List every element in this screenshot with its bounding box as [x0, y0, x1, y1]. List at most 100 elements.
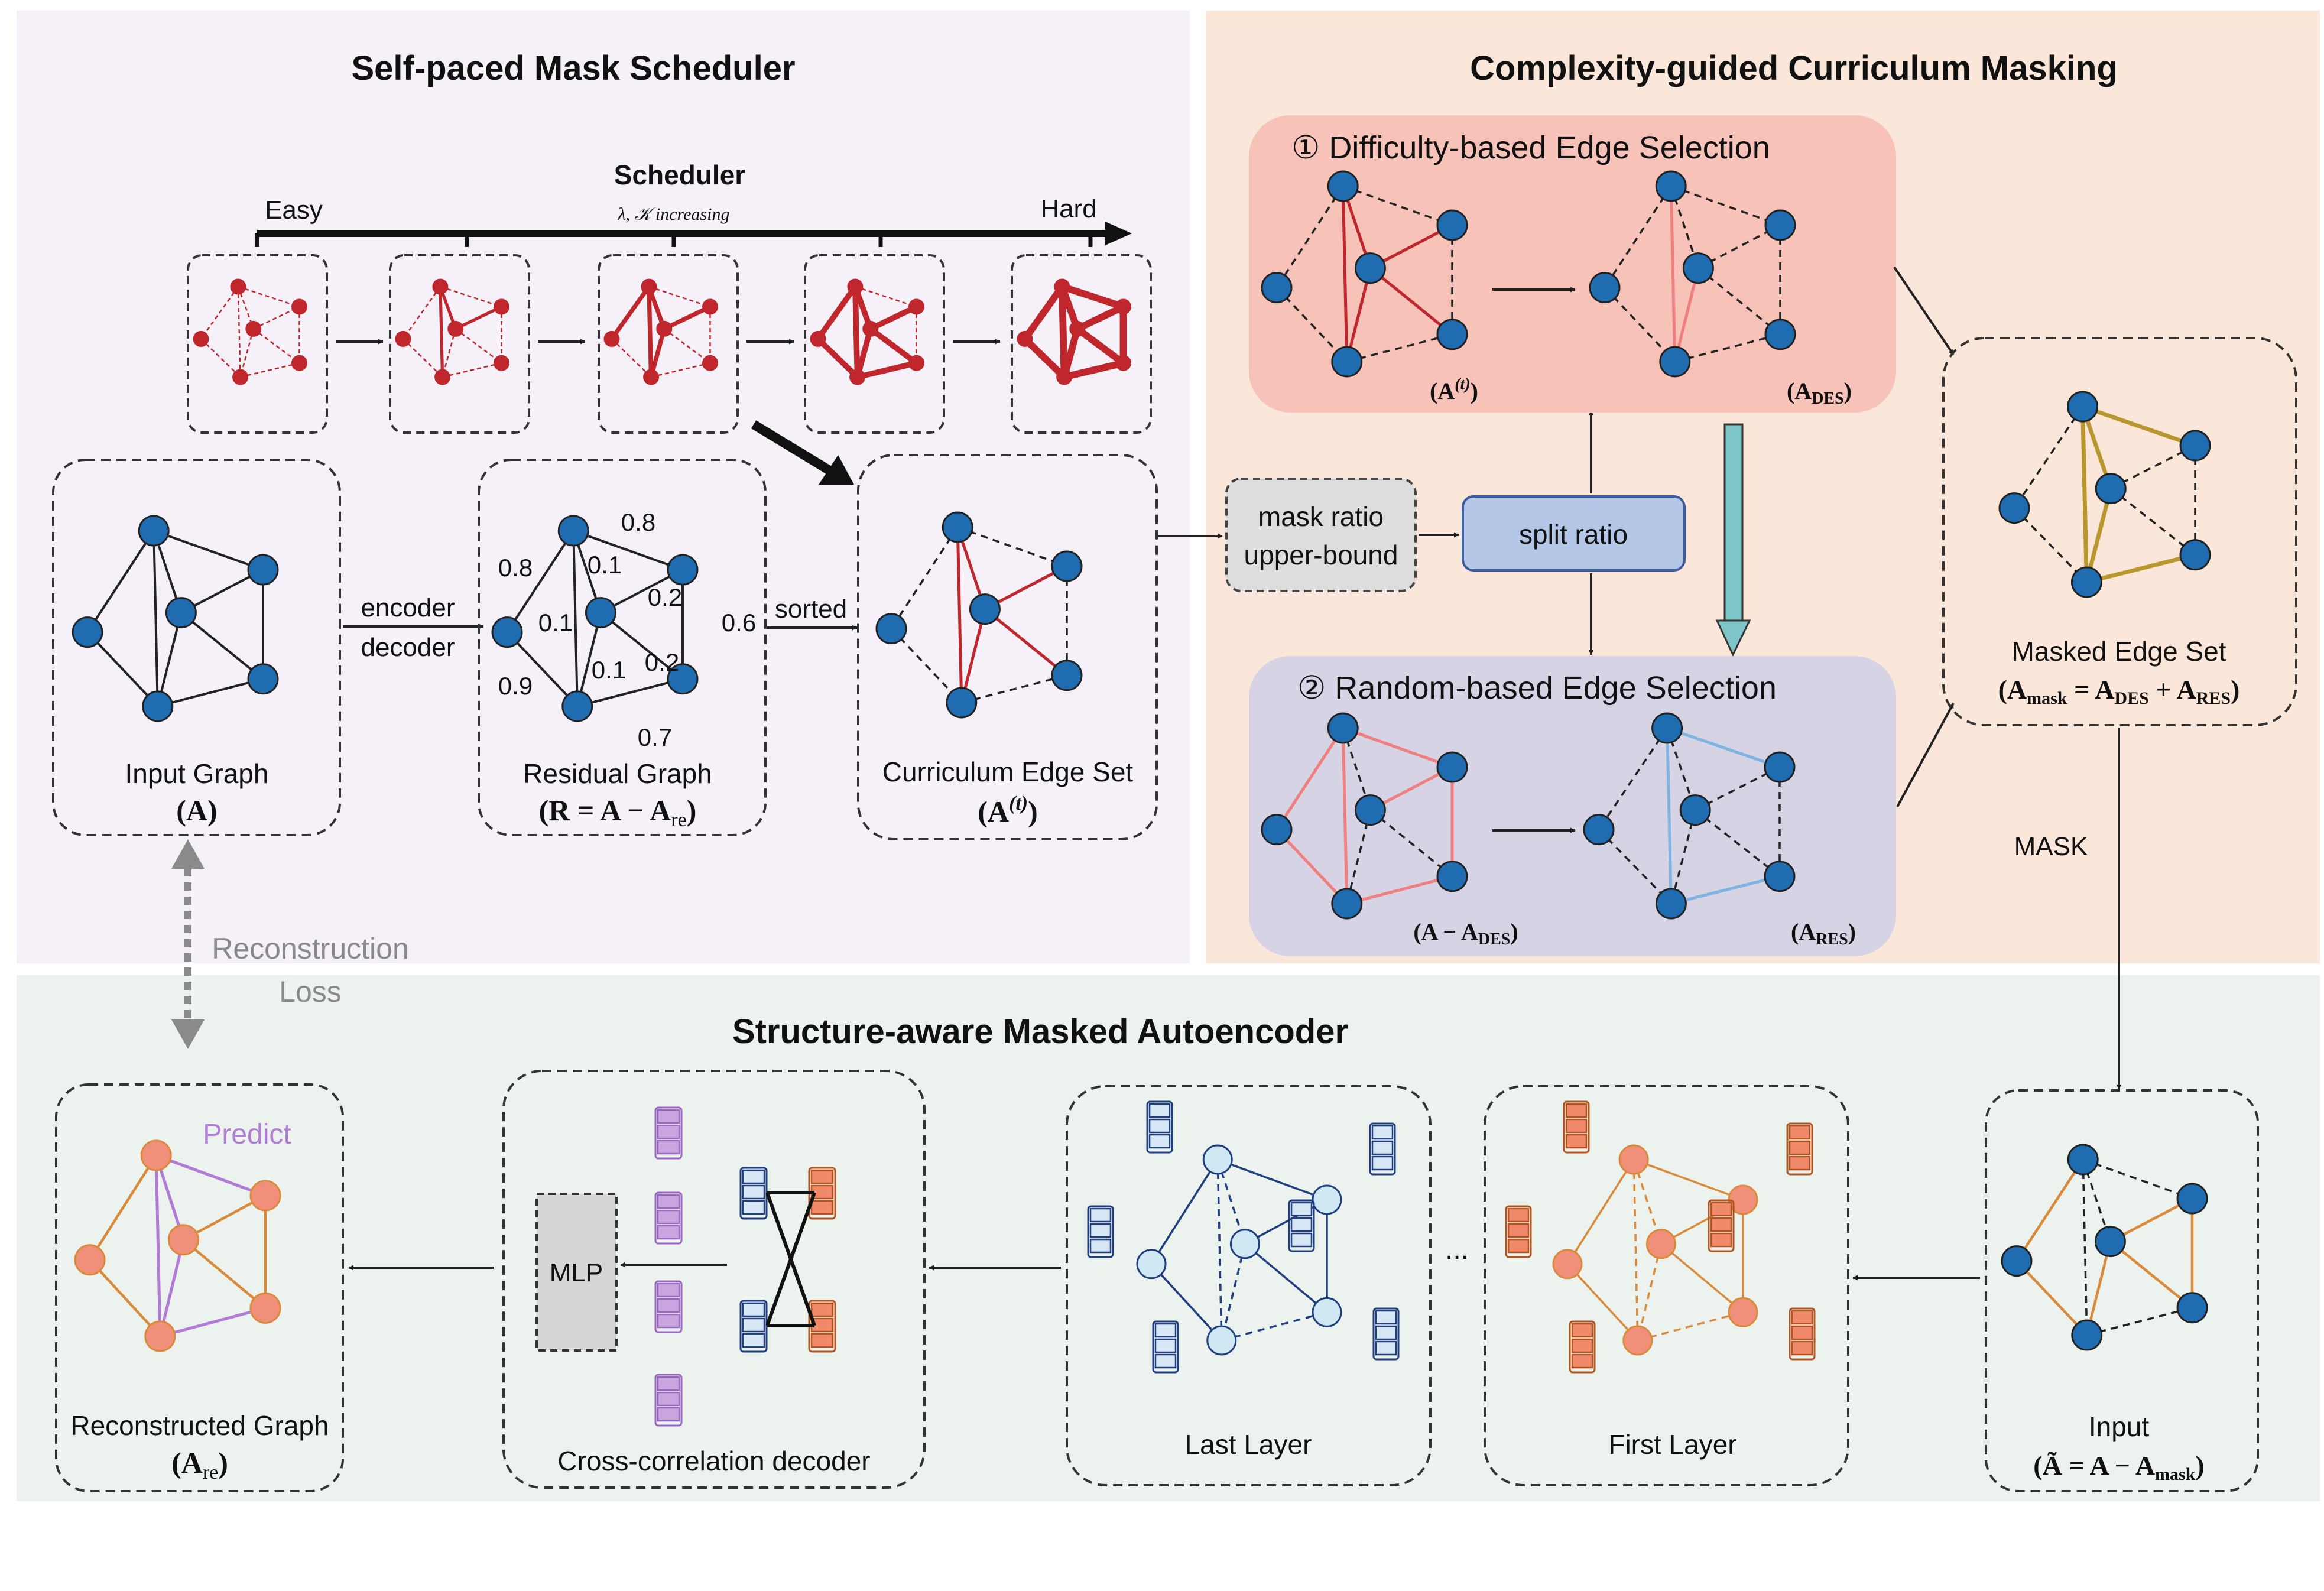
graph-edge — [86, 631, 159, 707]
graph-edge — [1150, 1263, 1223, 1342]
graph-edge — [89, 1154, 158, 1261]
residual-weight: 0.1 — [588, 551, 622, 579]
feature-cell — [1290, 1202, 1313, 1217]
graph-node — [1229, 1229, 1260, 1259]
graph-edge — [86, 530, 155, 633]
graph-node — [144, 1320, 176, 1352]
graph-edge — [1275, 287, 1348, 363]
feature-cell — [810, 1169, 834, 1184]
feature-cell — [742, 1184, 765, 1200]
residual-graph-box — [478, 459, 767, 836]
masked-input-formula: (Ã = A − Amask) — [2033, 1450, 2204, 1484]
graph-edge — [852, 286, 861, 378]
reconstructed-graph-box — [55, 1083, 344, 1492]
cross-decoder-label: Cross-correlation decoder — [557, 1446, 870, 1476]
graph-edge — [1341, 728, 1349, 904]
graph-edge — [663, 304, 712, 331]
graph-edge — [856, 360, 917, 380]
layer-ellipsis: ... — [1445, 1234, 1469, 1265]
feature-cell — [810, 1200, 834, 1215]
graph-node — [1312, 1184, 1342, 1215]
des-to-masked-arrow — [1893, 266, 1955, 356]
scheduler-stage-box — [598, 254, 739, 434]
masked-edge-set-formula: (Amask = ADES + ARES) — [1998, 674, 2240, 708]
mask-label: MASK — [2014, 832, 2088, 861]
reconstructed-graph — [74, 1139, 281, 1352]
graph-edge — [154, 1155, 162, 1337]
des-selected-graph — [1589, 170, 1796, 378]
graph-node — [643, 369, 660, 385]
graph-edge — [2086, 553, 2196, 585]
scheduler-stage-graph — [395, 278, 509, 385]
residual-weight: 0.9 — [498, 672, 533, 700]
graph-edge — [439, 286, 444, 378]
feature-cell — [1571, 1323, 1593, 1338]
feature-vector — [1708, 1199, 1735, 1252]
input-graph-formula: (A) — [176, 794, 217, 827]
feature-cell — [742, 1333, 765, 1348]
feature-cell — [810, 1333, 834, 1348]
graph-node — [142, 690, 174, 722]
graph-edge — [442, 362, 502, 378]
graph-edge — [2085, 1241, 2112, 1336]
graph-edge — [1673, 267, 1700, 362]
graph-node — [1764, 319, 1796, 350]
residual-weight: 0.6 — [722, 609, 756, 637]
graph-node — [249, 1292, 281, 1324]
graph-edge — [1666, 726, 1780, 769]
residual-weight: 0.8 — [498, 554, 533, 582]
graph-edge — [237, 286, 241, 378]
graph-node — [1764, 861, 1796, 892]
graph-edge — [157, 677, 264, 707]
graph-node — [491, 616, 523, 648]
graph-node — [942, 511, 973, 543]
feature-cell — [1371, 1155, 1394, 1171]
input-graph — [72, 515, 279, 722]
residual-weight: 0.2 — [648, 583, 682, 611]
feature-cell — [810, 1302, 834, 1317]
graph-edge — [2085, 488, 2113, 583]
graph-node — [1552, 1249, 1583, 1280]
graph-edge — [239, 329, 255, 378]
graph-edge — [1637, 1243, 1663, 1341]
graph-node — [1261, 272, 1293, 304]
graph-node — [667, 554, 699, 586]
graph-node — [1261, 814, 1293, 846]
graph-node — [847, 278, 864, 295]
graph-edge — [1341, 186, 1349, 362]
graph-node — [557, 515, 589, 547]
graph-node — [1618, 1144, 1649, 1175]
graph-node — [249, 1180, 281, 1212]
graph-node — [667, 663, 699, 695]
graph-node — [1136, 1249, 1167, 1280]
graph-edge — [1670, 185, 1781, 226]
graph-edge — [152, 530, 159, 707]
graph-node — [1051, 550, 1083, 582]
feature-cell — [657, 1209, 680, 1225]
graph-node — [432, 278, 449, 295]
graph-node — [1327, 170, 1359, 202]
feature-vector — [1146, 1100, 1173, 1154]
graph-edge — [890, 527, 959, 629]
graph-edge — [1275, 828, 1348, 905]
graph-node — [969, 593, 1001, 625]
graph-node — [1436, 751, 1468, 783]
graph-node — [232, 369, 249, 385]
feature-cell — [1571, 1353, 1593, 1369]
feature-cell — [1789, 1125, 1811, 1140]
graph-node — [165, 597, 197, 629]
graph-edge — [1346, 810, 1372, 904]
graph-edge — [1637, 1311, 1744, 1342]
graph-node — [702, 298, 718, 315]
feature-vector — [1786, 1122, 1813, 1176]
teal-down-arrowhead — [1715, 619, 1751, 657]
graph-edge — [572, 530, 579, 707]
graph-edge — [1670, 875, 1780, 905]
residual-weight: 0.1 — [592, 656, 626, 684]
feature-cell — [1791, 1325, 1813, 1340]
graph-node — [2179, 430, 2211, 462]
feature-cell — [1791, 1310, 1813, 1325]
graph-node — [603, 330, 620, 347]
graph-node — [447, 320, 464, 337]
encoder-label: encoder — [361, 593, 455, 622]
